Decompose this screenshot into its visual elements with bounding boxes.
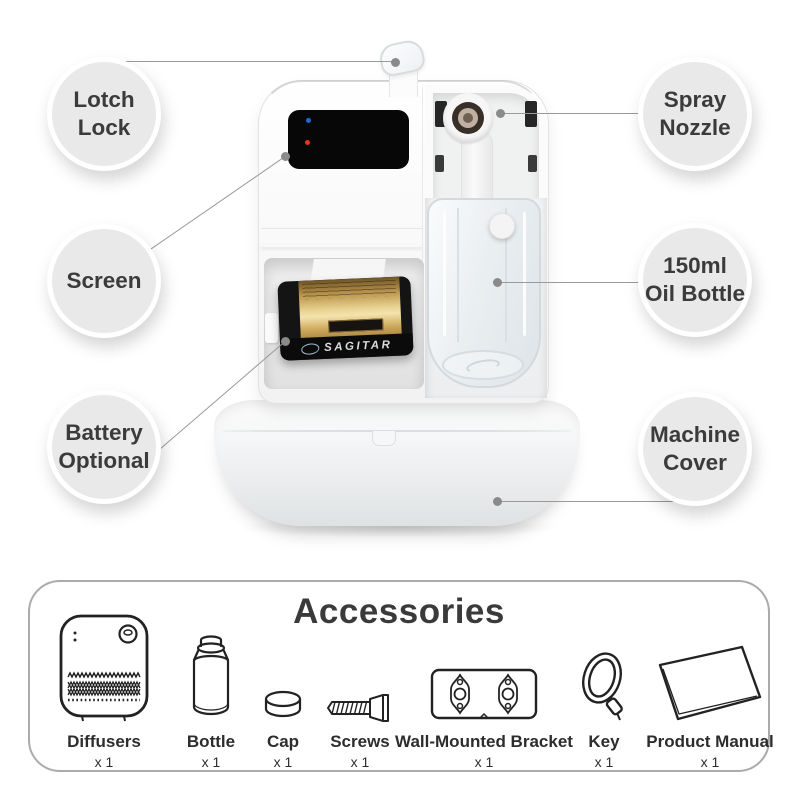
accessory-cap: Cap x 1 — [245, 620, 321, 770]
spray-nozzle-part — [443, 93, 493, 143]
tray-rim-line — [222, 430, 572, 432]
screw-icon — [324, 693, 396, 723]
callout-oil-line2: Oil Bottle — [645, 281, 745, 306]
bottle-cage-line-1 — [457, 208, 459, 342]
accessory-bottle: Bottle x 1 — [166, 620, 256, 770]
battery-print-lines — [302, 279, 397, 300]
bottle-highlight-1 — [443, 212, 446, 336]
callout-screen-line1: Screen — [66, 268, 142, 293]
key-icon — [580, 647, 628, 723]
dot-battery — [281, 337, 290, 346]
battery-brand-band: SAGITAR — [279, 333, 414, 361]
callout-lotch-lock-line2: Lock — [77, 115, 131, 140]
bottle-highlight-2 — [523, 212, 526, 336]
screen-blue-indicator — [306, 118, 311, 123]
body-vertical-seam — [422, 87, 423, 261]
bottle-bottom — [442, 350, 524, 380]
nozzle-inner — [458, 108, 478, 128]
nozzle-slot-right — [525, 101, 537, 127]
product-manual-icon — [654, 643, 766, 723]
bottle-knob — [489, 213, 515, 239]
callout-battery-optional: Battery Optional — [47, 390, 161, 504]
accessory-diffusers: Diffusers x 1 — [39, 614, 169, 770]
accessory-manual-qty: x 1 — [700, 754, 720, 770]
battery-brand-text: SAGITAR — [323, 338, 393, 354]
body-horizontal-seam-1 — [261, 228, 423, 229]
battery-clip — [265, 313, 278, 343]
accessory-bottle-qty: x 1 — [201, 754, 221, 770]
dot-oil-bottle — [493, 278, 502, 287]
device-screen — [288, 110, 409, 169]
lead-spray-nozzle — [500, 113, 660, 114]
diffuser-icon — [58, 613, 150, 723]
bottle-cage-line-2 — [505, 208, 507, 342]
accessory-key-name: Key — [588, 732, 620, 751]
callout-lotch-lock: Lotch Lock — [47, 57, 161, 171]
accessory-manual: Product Manual x 1 — [635, 620, 785, 770]
accessory-diffusers-name: Diffusers — [67, 732, 141, 751]
accessory-cap-name: Cap — [266, 732, 300, 751]
nozzle-slot-left-2 — [435, 155, 444, 172]
callout-spray-nozzle: Spray Nozzle — [638, 57, 752, 171]
machine-cover-tray — [214, 400, 580, 526]
cap-icon — [261, 689, 305, 723]
callout-battery-line2: Optional — [58, 448, 150, 473]
accessory-key: Key x 1 — [564, 620, 644, 770]
bottle-icon — [185, 633, 237, 723]
dot-spray-nozzle — [496, 109, 505, 118]
lead-lotch-lock — [120, 61, 395, 62]
dot-lotch-lock — [391, 58, 400, 67]
accessory-bracket: Wall-Mounted Bracket x 1 — [394, 620, 574, 770]
lead-machine-cover — [497, 501, 693, 502]
wall-bracket-icon — [430, 667, 538, 723]
nozzle-dark-ring — [452, 102, 484, 134]
callout-lotch-lock-line1: Lotch — [73, 87, 135, 112]
accessory-screws-qty: x 1 — [350, 754, 370, 770]
accessory-diffusers-qty: x 1 — [94, 754, 114, 770]
nozzle-slot-right-2 — [528, 155, 537, 172]
lead-oil-bottle — [497, 282, 660, 283]
callout-cover-line1: Machine — [649, 422, 741, 447]
accessories-title: Accessories — [293, 592, 505, 631]
accessory-bracket-name: Wall-Mounted Bracket — [395, 732, 573, 751]
accessory-cap-qty: x 1 — [273, 754, 293, 770]
bottle-swirl — [465, 357, 501, 375]
screen-red-indicator — [305, 140, 310, 145]
battery-compartment: SAGITAR — [264, 258, 424, 389]
battery-logo — [300, 342, 320, 355]
callout-screen: Screen — [47, 224, 161, 338]
accessory-bottle-name: Bottle — [186, 732, 236, 751]
accessory-screws: Screws x 1 — [310, 620, 410, 770]
battery-label-chip — [328, 318, 384, 333]
accessory-screws-name: Screws — [330, 732, 390, 751]
accessory-bracket-qty: x 1 — [474, 754, 494, 770]
body-horizontal-seam-2 — [261, 247, 423, 249]
latch-lock-part — [377, 37, 427, 79]
accessories-panel: Accessories — [28, 580, 774, 772]
callout-oil-bottle: 150ml Oil Bottle — [638, 223, 752, 337]
oil-bottle-part — [427, 198, 541, 388]
callout-battery-line1: Battery — [65, 420, 143, 445]
callout-oil-line1: 150ml — [663, 253, 727, 278]
accessory-manual-name: Product Manual — [646, 732, 774, 751]
battery: SAGITAR — [277, 276, 414, 361]
callout-spray-line1: Spray — [663, 87, 727, 112]
callout-cover-line2: Cover — [663, 450, 727, 475]
tray-notch — [372, 431, 396, 446]
dot-screen — [281, 152, 290, 161]
callout-spray-line2: Nozzle — [659, 115, 731, 140]
dot-machine-cover — [493, 497, 502, 506]
accessory-key-qty: x 1 — [594, 754, 614, 770]
nozzle-hole — [463, 113, 473, 123]
callout-machine-cover: Machine Cover — [638, 392, 752, 506]
